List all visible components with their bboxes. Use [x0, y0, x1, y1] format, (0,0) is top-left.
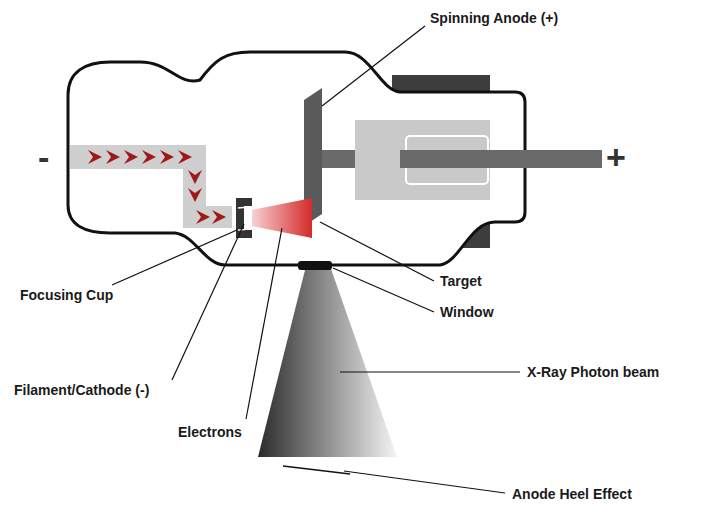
part-label: Anode Heel Effect: [512, 486, 632, 502]
part-label: Electrons: [178, 424, 242, 440]
polarity-sign: -: [38, 140, 49, 174]
part-label: Focusing Cup: [20, 287, 113, 303]
xray-beam: [258, 266, 397, 457]
tube-window: [298, 261, 332, 270]
part-label: X-Ray Photon beam: [527, 364, 659, 380]
part-label: Target: [440, 273, 482, 289]
leader-lines: [112, 26, 520, 493]
part-label: Spinning Anode (+): [430, 10, 558, 26]
filament-coil: [238, 208, 252, 230]
part-label: Window: [440, 304, 494, 320]
anode-shaft: [400, 150, 602, 168]
electron-stream: [252, 198, 312, 238]
polarity-sign: +: [606, 140, 626, 174]
focusing-cup: [236, 198, 252, 238]
part-label: Filament/Cathode (-): [14, 382, 149, 398]
heel-bracket: [283, 466, 350, 474]
cathode-feed: [70, 145, 232, 228]
current-arrows: [88, 150, 226, 224]
